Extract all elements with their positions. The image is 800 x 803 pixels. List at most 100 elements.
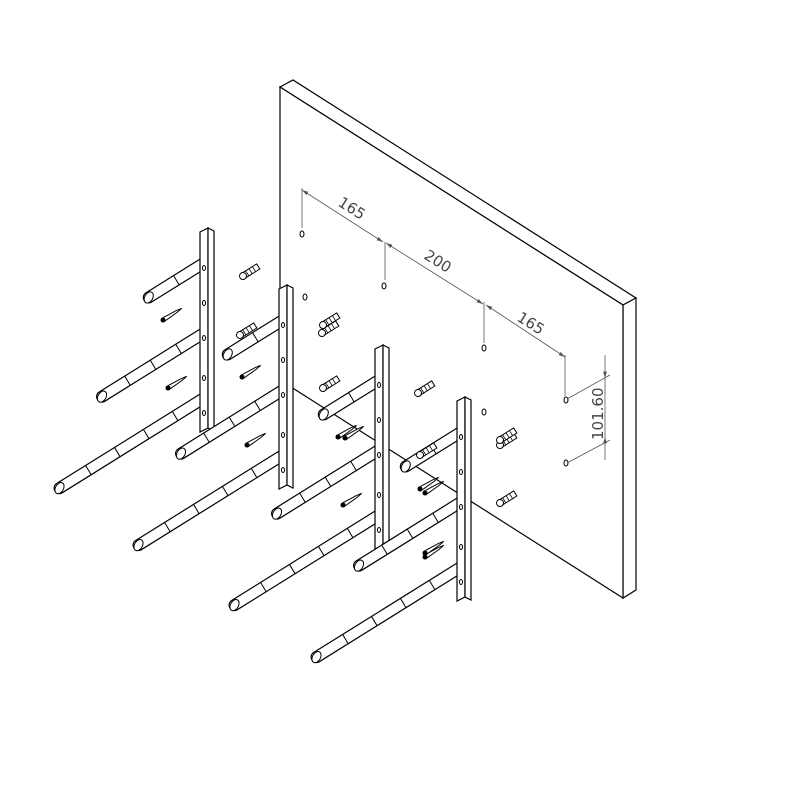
- peg: [310, 561, 467, 664]
- peg: [228, 509, 385, 612]
- rail-hole: [281, 467, 285, 473]
- wall-anchor: [319, 375, 341, 392]
- rail-assembly-4: [310, 396, 472, 664]
- screw: [422, 480, 444, 496]
- rail-hole: [281, 432, 285, 438]
- peg-groove: [317, 545, 325, 557]
- mounting-hole: [302, 293, 308, 301]
- mounting-hole: [481, 408, 487, 416]
- peg-end: [318, 408, 329, 421]
- peg-groove: [381, 544, 388, 555]
- mounting-hole: [563, 396, 569, 404]
- peg: [53, 392, 210, 495]
- peg-groove: [370, 615, 378, 627]
- wall-anchor: [416, 442, 438, 459]
- peg-end: [143, 291, 154, 304]
- peg-groove: [350, 460, 357, 472]
- peg-groove: [406, 528, 414, 540]
- peg-end: [271, 507, 283, 520]
- rail-hole: [377, 382, 381, 388]
- vertical-rail: [456, 396, 472, 602]
- peg-groove: [347, 391, 355, 403]
- rail-hole: [377, 492, 381, 498]
- peg-groove: [172, 274, 180, 286]
- peg-end: [133, 539, 144, 552]
- peg-end: [222, 348, 233, 361]
- vertical-rail: [374, 344, 390, 550]
- peg-groove: [221, 485, 229, 497]
- peg-groove: [228, 416, 236, 428]
- peg-groove: [124, 375, 131, 386]
- peg-groove: [149, 359, 157, 371]
- peg: [175, 384, 289, 460]
- rail-hole: [202, 375, 206, 381]
- screw: [422, 544, 444, 560]
- peg-end: [400, 460, 411, 473]
- peg-end: [229, 599, 240, 612]
- wall-anchor: [496, 490, 518, 507]
- mounting-hole: [563, 459, 569, 467]
- screw: [244, 432, 266, 448]
- wall-anchor: [414, 380, 436, 397]
- peg-end: [311, 651, 322, 664]
- peg-groove: [346, 527, 354, 539]
- peg-groove: [175, 343, 182, 355]
- screw: [160, 307, 182, 323]
- rail-hole: [377, 527, 381, 533]
- wall-anchor: [318, 320, 340, 337]
- rail-assemblies: [53, 227, 518, 664]
- rail-hole: [202, 335, 206, 341]
- peg: [271, 444, 385, 520]
- peg-groove: [163, 521, 171, 533]
- peg-groove: [171, 410, 179, 422]
- peg-groove: [324, 476, 332, 488]
- screw: [335, 424, 357, 440]
- panel-front-face: [279, 85, 624, 600]
- peg-end: [54, 482, 65, 495]
- rail-assembly-1: [53, 227, 215, 495]
- rail-hole: [281, 392, 285, 398]
- peg-groove: [288, 563, 296, 575]
- peg-groove: [399, 597, 407, 609]
- screw: [165, 375, 187, 391]
- wall-anchor: [319, 312, 341, 329]
- peg: [221, 314, 289, 361]
- peg-groove: [259, 581, 267, 593]
- peg-groove: [203, 432, 210, 443]
- rail-hole: [202, 265, 206, 271]
- dimension-lines: [301, 188, 611, 464]
- peg-groove: [299, 492, 306, 503]
- rail-hole: [281, 357, 285, 363]
- peg-groove: [113, 446, 121, 458]
- wall-anchor: [496, 427, 518, 444]
- rail-hole: [281, 322, 285, 328]
- screw: [239, 364, 261, 380]
- peg-groove: [84, 464, 92, 476]
- panel-side-edge: [622, 296, 637, 600]
- screw: [342, 425, 364, 441]
- vertical-rail: [278, 284, 294, 490]
- rail-hole: [377, 452, 381, 458]
- rail-hole: [459, 434, 463, 440]
- screw: [422, 540, 444, 556]
- rail-hole: [202, 410, 206, 416]
- rail-hole: [377, 417, 381, 423]
- rail-assembly-3: [228, 344, 390, 612]
- peg: [317, 374, 385, 421]
- peg: [132, 449, 289, 552]
- dimension-200: [385, 242, 484, 305]
- wall-anchor: [239, 263, 261, 280]
- screw: [340, 492, 362, 508]
- peg: [353, 496, 467, 572]
- peg-groove: [142, 428, 150, 440]
- peg-groove: [341, 633, 349, 645]
- peg: [96, 327, 210, 403]
- peg: [142, 257, 210, 304]
- peg-groove: [432, 512, 439, 524]
- peg-end: [96, 390, 108, 403]
- rail-assembly-2: [132, 284, 294, 552]
- rail-hole: [202, 300, 206, 306]
- peg-groove: [251, 331, 259, 343]
- rail-hole: [459, 579, 463, 585]
